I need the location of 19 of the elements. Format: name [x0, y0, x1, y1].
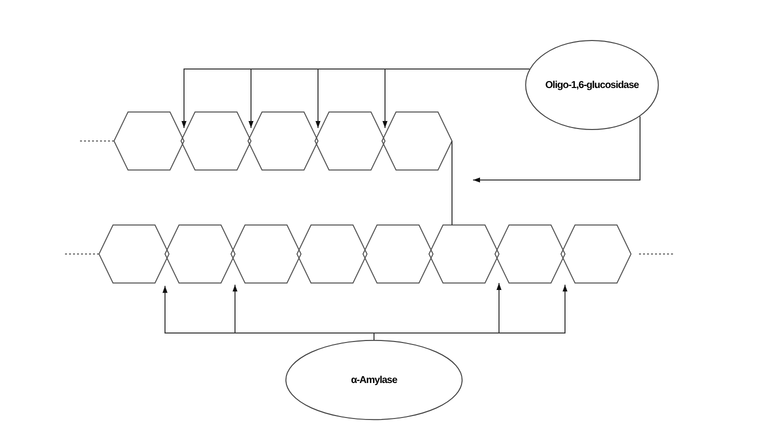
hexagon: [99, 225, 169, 283]
hexagon: [382, 112, 452, 170]
enzyme-ellipse: [285, 340, 463, 420]
enzyme-label: Oligo-1,6-glucosidase: [545, 78, 639, 92]
hexagon: [248, 112, 318, 170]
hexagon: [561, 225, 631, 283]
arrow: [472, 116, 641, 182]
hexagon: [231, 225, 301, 283]
enzyme-ellipse: [525, 40, 659, 130]
hexagon: [114, 112, 184, 170]
hexagon: [363, 225, 433, 283]
hexagon: [297, 225, 367, 283]
hexagon: [495, 225, 565, 283]
hexagon: [165, 225, 235, 283]
hexagon: [181, 112, 251, 170]
hexagon: [429, 225, 499, 283]
hexagon: [315, 112, 385, 170]
arrow: [374, 284, 568, 340]
enzyme-label: α-Amylase: [350, 374, 398, 388]
